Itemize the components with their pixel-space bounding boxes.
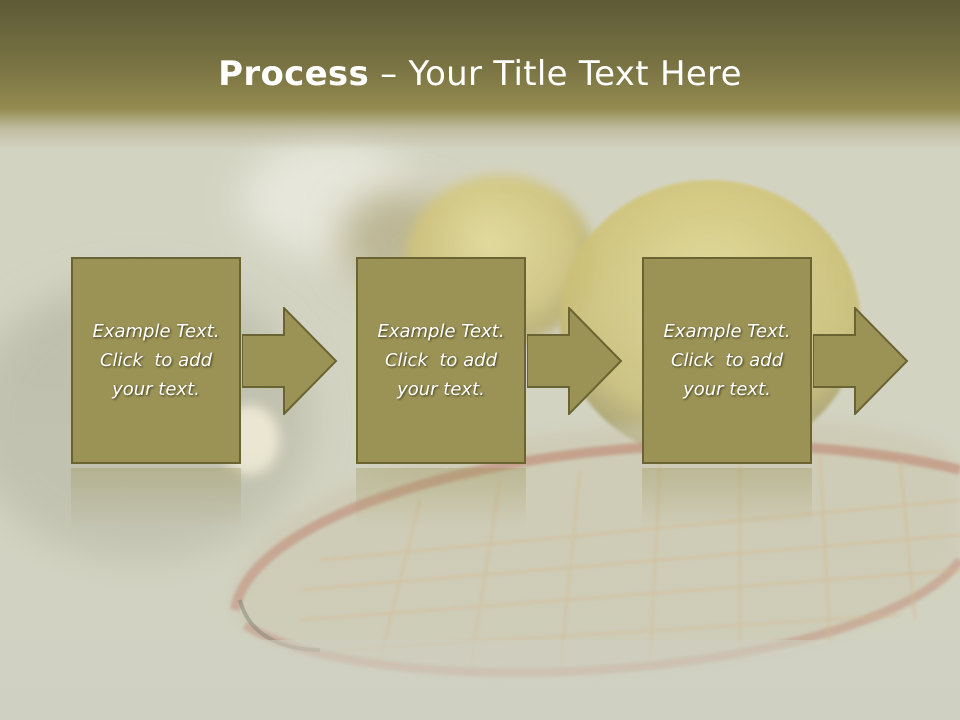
step-3-line-1: Example Text. bbox=[663, 321, 791, 342]
step-1-line-2: Click to add bbox=[99, 350, 212, 371]
title-rest-text: – Your Title Text Here bbox=[369, 54, 742, 94]
slide-title[interactable]: Process – Your Title Text Here bbox=[0, 54, 960, 94]
step-2-arrow-icon bbox=[527, 307, 623, 415]
step-2-line-1: Example Text. bbox=[377, 321, 505, 342]
step-1-line-3: your text. bbox=[112, 379, 200, 400]
step-1-arrow-icon bbox=[242, 307, 338, 415]
title-bold-text: Process bbox=[218, 54, 370, 94]
step-2-text: Example Text. Click to add your text. bbox=[377, 317, 504, 404]
step-2-line-2: Click to add bbox=[384, 350, 497, 371]
title-bar bbox=[0, 0, 960, 150]
step-2-reflection bbox=[356, 468, 526, 528]
step-3-reflection bbox=[642, 468, 812, 528]
step-3-line-2: Click to add bbox=[670, 350, 783, 371]
step-1-text: Example Text. Click to add your text. bbox=[92, 317, 219, 404]
step-3-arrow-icon bbox=[813, 307, 909, 415]
step-3-text: Example Text. Click to add your text. bbox=[663, 317, 790, 404]
step-1-line-1: Example Text. bbox=[92, 321, 220, 342]
step-2-box[interactable]: Example Text. Click to add your text. bbox=[356, 257, 526, 464]
step-1-reflection bbox=[71, 468, 241, 528]
step-1-box[interactable]: Example Text. Click to add your text. bbox=[71, 257, 241, 464]
step-2-line-3: your text. bbox=[397, 379, 485, 400]
step-3-box[interactable]: Example Text. Click to add your text. bbox=[642, 257, 812, 464]
step-3-line-3: your text. bbox=[683, 379, 771, 400]
